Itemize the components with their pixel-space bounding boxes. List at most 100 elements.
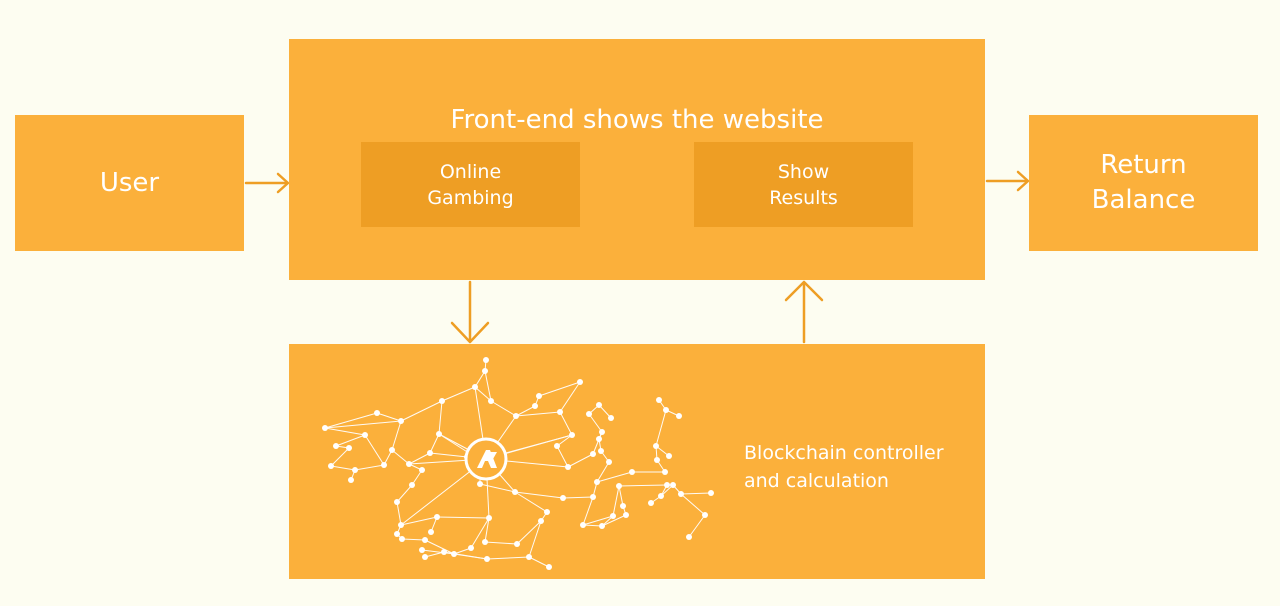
- network-edge: [655, 409, 667, 447]
- network-node: [560, 495, 566, 501]
- network-node: [599, 429, 605, 435]
- network-node: [629, 469, 635, 475]
- network-node: [422, 554, 428, 560]
- network-edge: [514, 491, 548, 513]
- network-edge: [396, 501, 402, 526]
- network-node: [389, 447, 395, 453]
- network-edge: [562, 496, 594, 499]
- network-node: [419, 467, 425, 473]
- network-edge: [453, 547, 472, 555]
- network-edge: [424, 539, 455, 555]
- network-node: [678, 491, 684, 497]
- network-edge: [436, 516, 490, 519]
- network-edge: [441, 386, 476, 402]
- network-node: [653, 443, 659, 449]
- network-edge: [484, 517, 490, 543]
- network-edge: [688, 514, 706, 538]
- network-node: [590, 451, 596, 457]
- network-node: [676, 413, 682, 419]
- network-node: [394, 499, 400, 505]
- network-node: [472, 384, 478, 390]
- blockchain-logo-icon: [464, 437, 508, 481]
- network-edge: [421, 549, 455, 555]
- network-edge: [411, 469, 423, 486]
- network-node: [599, 523, 605, 529]
- network-node: [362, 432, 368, 438]
- network-node: [409, 482, 415, 488]
- network-edge: [474, 370, 486, 388]
- network-node: [598, 448, 604, 454]
- network-node: [656, 397, 662, 403]
- network-node: [610, 513, 616, 519]
- return-balance-label: Return Balance: [1091, 150, 1196, 215]
- network-edge: [400, 516, 438, 526]
- network-node: [422, 537, 428, 543]
- network-edge: [324, 412, 378, 429]
- network-node: [381, 462, 387, 468]
- network-node: [374, 410, 380, 416]
- blockchain-label: Blockchain controller and calculation: [744, 442, 944, 492]
- network-node: [451, 551, 457, 557]
- network-edge: [582, 515, 614, 526]
- network-edge: [680, 492, 712, 495]
- network-node: [483, 357, 489, 363]
- network-edge: [429, 433, 440, 454]
- network-node: [428, 529, 434, 535]
- network-node: [514, 541, 520, 547]
- network-edge: [484, 370, 492, 402]
- network-node: [565, 464, 571, 470]
- show-results-box: Show Results: [694, 142, 913, 227]
- network-node: [419, 547, 425, 553]
- network-node: [569, 432, 575, 438]
- network-node: [606, 459, 612, 465]
- network-edge: [596, 471, 633, 483]
- network-node: [663, 407, 669, 413]
- network-node: [398, 522, 404, 528]
- network-edge: [330, 447, 350, 467]
- network-node: [346, 445, 352, 451]
- network-node: [702, 512, 708, 518]
- network-node: [670, 482, 676, 488]
- network-node: [596, 436, 602, 442]
- network-node: [577, 379, 583, 385]
- network-node: [333, 443, 339, 449]
- network-edge: [515, 411, 561, 417]
- network-node: [544, 509, 550, 515]
- network-edge: [391, 449, 410, 465]
- network-edge: [588, 413, 603, 433]
- network-node: [526, 554, 532, 560]
- network-edge: [474, 386, 492, 402]
- network-edge: [582, 524, 603, 527]
- network-node: [484, 556, 490, 562]
- network-node: [399, 536, 405, 542]
- network-node: [616, 483, 622, 489]
- return-balance-box: Return Balance: [1029, 115, 1258, 251]
- network-edge: [680, 493, 706, 516]
- network-edge: [516, 520, 542, 545]
- network-node: [538, 518, 544, 524]
- network-node: [708, 490, 714, 496]
- network-node: [328, 463, 334, 469]
- network-edge: [364, 434, 385, 466]
- network-edge: [490, 400, 517, 417]
- network-node: [406, 461, 412, 467]
- network-edge: [538, 381, 581, 397]
- network-edge: [376, 412, 402, 422]
- network-edge: [408, 452, 431, 465]
- network-node: [596, 402, 602, 408]
- network-edge: [335, 434, 366, 447]
- network-edge: [514, 491, 564, 499]
- network-node: [434, 514, 440, 520]
- arrow-frontend-to-blockchain: [450, 280, 490, 344]
- network-node: [513, 413, 519, 419]
- network-node: [512, 489, 518, 495]
- network-edge: [528, 556, 550, 568]
- network-node: [664, 482, 670, 488]
- arrow-blockchain-to-frontend: [784, 280, 824, 344]
- network-node: [654, 457, 660, 463]
- network-edge: [396, 484, 413, 503]
- network-edge: [582, 496, 594, 526]
- network-graph-icon: [322, 357, 714, 570]
- frontend-box: Front-end shows the website Online Gambi…: [289, 39, 985, 280]
- network-edge: [486, 556, 530, 560]
